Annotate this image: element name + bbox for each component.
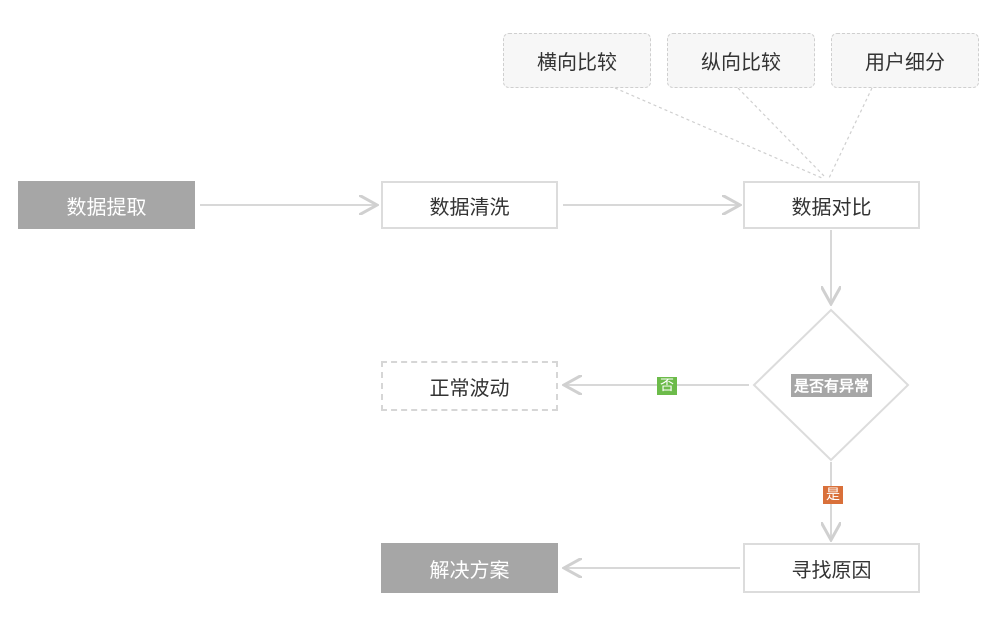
callout-horizontal-label: 横向比较	[537, 50, 617, 74]
node-clean-label: 数据清洗	[429, 194, 510, 219]
edge-label-yes: 是	[823, 486, 843, 504]
decision-label: 是否有异常	[791, 374, 873, 397]
node-cause-label: 寻找原因	[791, 557, 872, 582]
callout-vertical-label: 纵向比较	[701, 50, 781, 74]
callout-horizontal-compare: 横向比较	[503, 33, 651, 88]
node-normal-fluctuation: 正常波动	[381, 361, 558, 411]
node-data-clean: 数据清洗	[381, 181, 558, 229]
node-find-cause: 寻找原因	[743, 543, 920, 593]
callout-pointer-horizontal	[614, 87, 823, 179]
node-normal-label: 正常波动	[429, 375, 510, 400]
node-extract-label: 数据提取	[66, 194, 147, 219]
node-compare-label: 数据对比	[791, 194, 872, 219]
callout-vertical-compare: 纵向比较	[667, 33, 815, 88]
callout-pointer-segment	[828, 87, 873, 179]
node-solution-label: 解决方案	[429, 557, 510, 582]
node-solution: 解决方案	[381, 543, 558, 593]
callout-user-segment: 用户细分	[831, 33, 979, 88]
node-data-extract: 数据提取	[18, 181, 195, 229]
callout-segment-label: 用户细分	[865, 50, 945, 74]
node-data-compare: 数据对比	[743, 181, 920, 229]
callout-pointer-vertical	[737, 87, 827, 179]
edge-label-no: 否	[657, 377, 677, 395]
